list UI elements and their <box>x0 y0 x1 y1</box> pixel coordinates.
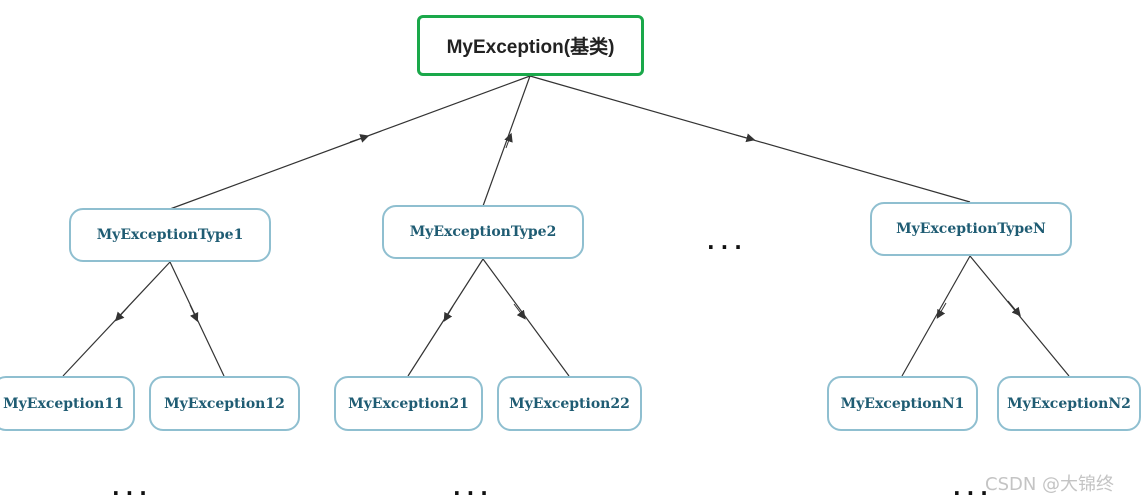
edge-root-type2 <box>482 75 531 207</box>
watermark-text: CSDN @大锦终 <box>985 474 1115 495</box>
type-node-1-label: MyExceptionType1 <box>96 227 244 243</box>
leaf-node-22: MyException22 <box>497 376 642 431</box>
edge-type2-leaf22 <box>482 258 570 377</box>
type-node-n: MyExceptionTypeN <box>870 202 1072 256</box>
edge-root-type1 <box>169 75 531 210</box>
edge-type1-leaf11 <box>62 261 171 377</box>
edge-root-typen-arrow <box>735 133 756 143</box>
edge-type1-leaf12-arrow <box>189 304 199 323</box>
leaf-node-12-label: MyException12 <box>164 395 285 412</box>
edge-type2-leaf22-arrow <box>513 303 526 320</box>
edge-type2-leaf21-arrow <box>443 305 454 322</box>
leaf-node-n1-label: MyExceptionN1 <box>840 395 965 412</box>
root-node-label: MyException(基类) <box>446 37 615 58</box>
ellipsis-below-typen: ... <box>953 476 994 500</box>
type-node-2-label: MyExceptionType2 <box>409 224 557 240</box>
ellipsis-below-type2: ... <box>453 476 494 500</box>
ellipsis-types: ... <box>707 230 748 254</box>
leaf-node-n2-label: MyExceptionN2 <box>1007 395 1131 412</box>
edge-type2-leaf21 <box>407 258 484 377</box>
leaf-node-22-label: MyException22 <box>509 395 630 412</box>
type-node-1: MyExceptionType1 <box>69 208 271 262</box>
leaf-node-21-label: MyException21 <box>348 395 469 412</box>
leaf-node-21: MyException21 <box>334 376 483 431</box>
leaf-node-12: MyException12 <box>149 376 300 431</box>
edge-typen-leafn2-arrow <box>1007 300 1021 317</box>
edge-root-type1-arrow <box>349 134 370 143</box>
leaf-node-11: MyException11 <box>0 376 135 431</box>
leaf-node-11-label: MyException11 <box>3 395 124 412</box>
edge-typen-leafn1 <box>901 255 971 377</box>
edge-type1-leaf12 <box>169 261 225 377</box>
ellipsis-below-type1: ... <box>112 476 153 500</box>
edge-typen-leafn1-arrow <box>936 302 947 319</box>
edge-type1-leaf11-arrow <box>114 306 129 322</box>
edge-typen-leafn2 <box>969 255 1070 377</box>
type-node-n-label: MyExceptionTypeN <box>896 221 1046 237</box>
edge-root-type2-arrow <box>504 132 513 149</box>
root-node: MyException(基类) <box>417 15 644 76</box>
leaf-node-n1: MyExceptionN1 <box>827 376 978 431</box>
leaf-node-n2: MyExceptionN2 <box>997 376 1141 431</box>
type-node-2: MyExceptionType2 <box>382 205 584 259</box>
